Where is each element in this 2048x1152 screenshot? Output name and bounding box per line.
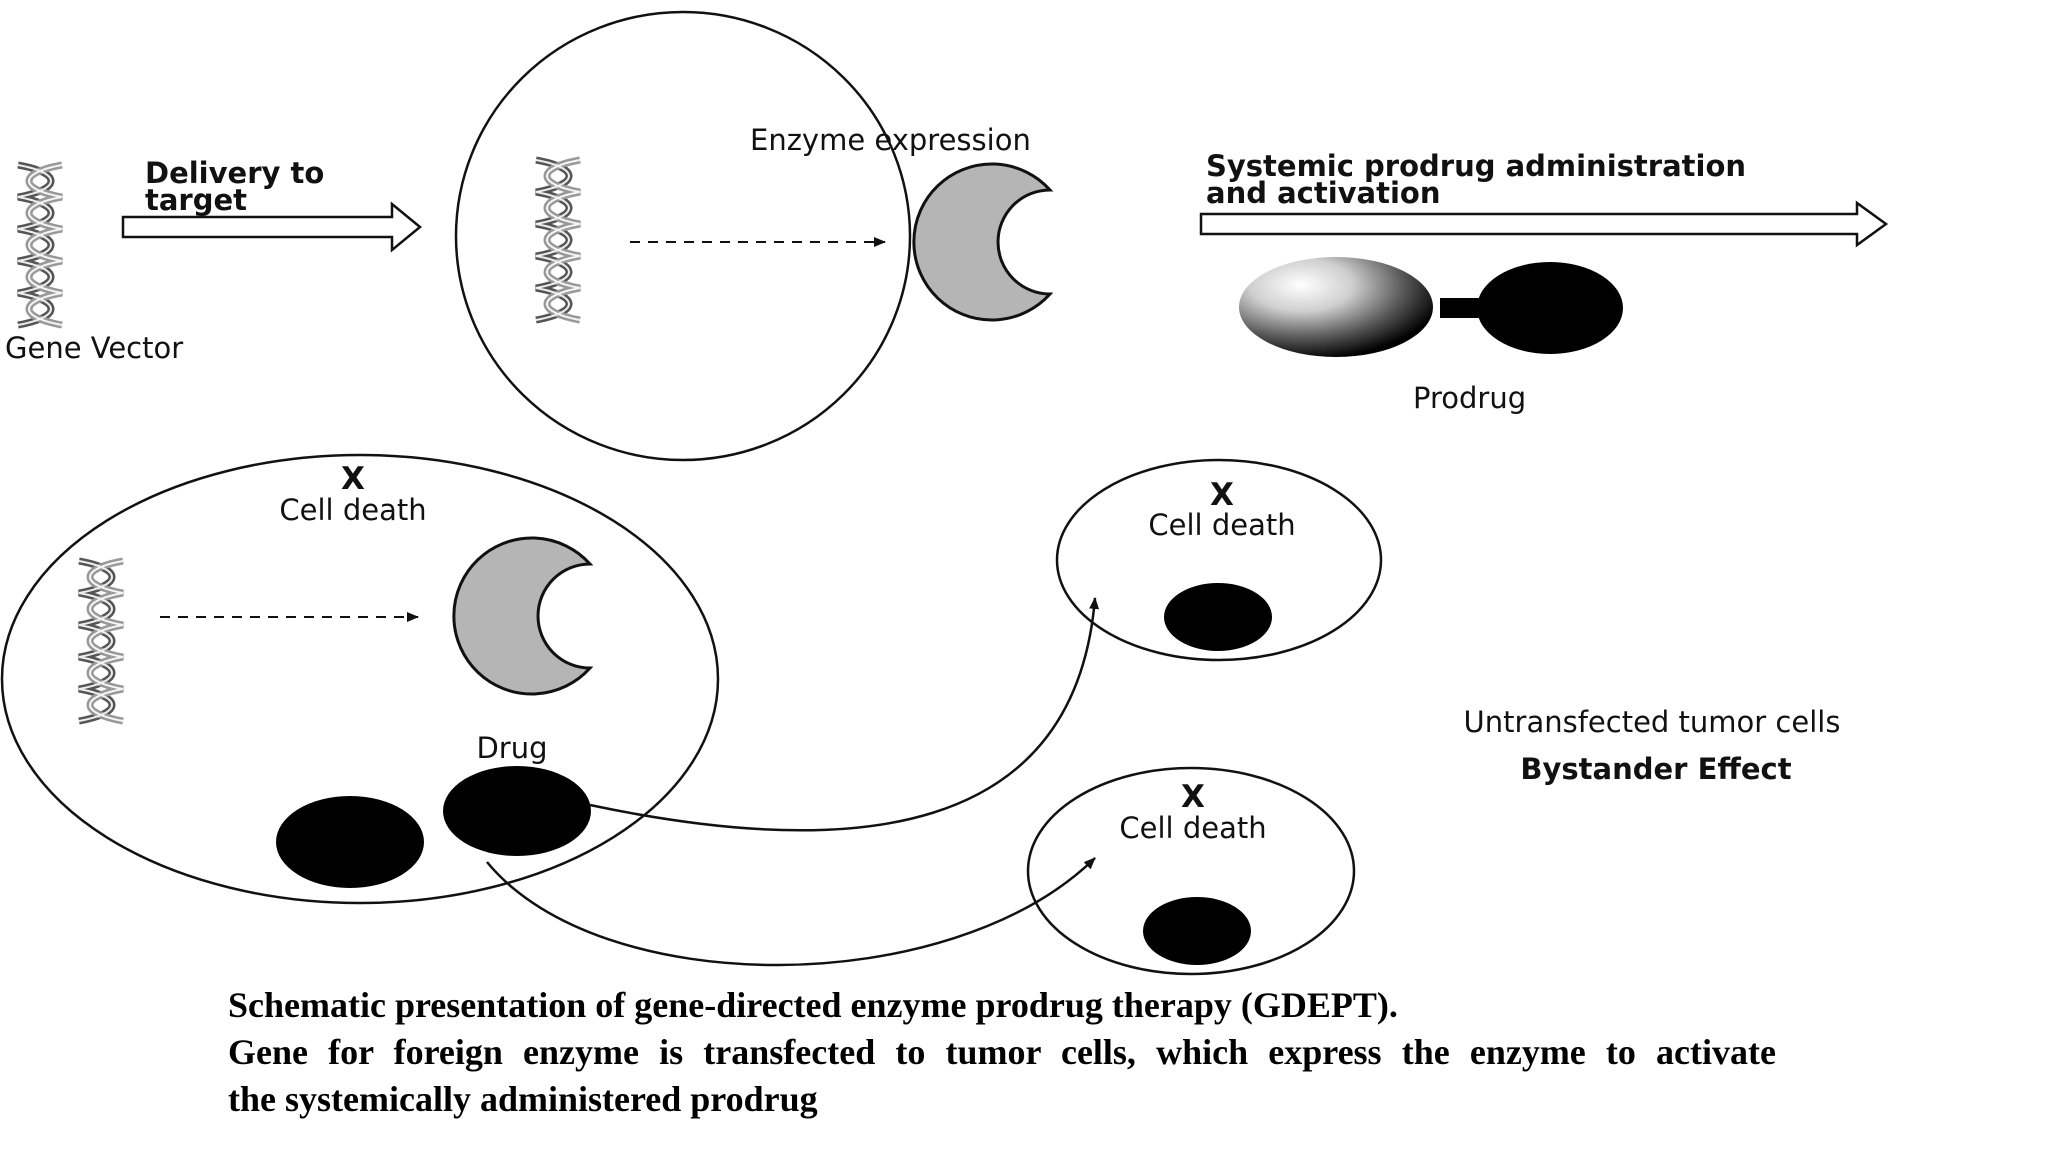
caption-line-3: the systemically administered prodrug [228,1079,818,1119]
bystander-cell-lower [1026,766,1356,976]
drug-particle-left [276,796,424,888]
cell-death-label-upper: Cell death [1148,508,1295,542]
drug-particle-right [443,766,591,856]
cell-death-label-lower: Cell death [1119,811,1266,845]
cell-death-label-main: Cell death [279,493,426,527]
x-mark-lower: X [1181,779,1205,815]
systemic-label-line1: Systemic prodrug administration [1206,149,1746,183]
caption-line-1: Schematic presentation of gene-directed … [228,985,1398,1025]
x-mark-main: X [341,461,365,497]
bystander-nucleus-lower [1143,897,1251,965]
untransfected-label: Untransfected tumor cells [1464,705,1841,739]
diffusion-arrow-upper [589,597,1100,832]
gene-vector-helix-icon [18,165,62,325]
prodrug-label: Prodrug [1413,381,1526,415]
bystander-cell-upper [1055,458,1383,662]
systemic-arrow [1199,200,1889,248]
activated-enzyme-icon [452,536,592,696]
activated-cell-gene-helix-icon [79,561,123,721]
enzyme-icon [912,162,1052,322]
systemic-label-line2: and activation [1206,176,1440,210]
figure-caption: Schematic presentation of gene-directed … [228,982,1778,1123]
delivery-label-line1: Delivery to [145,156,324,190]
drug-label: Drug [476,731,547,765]
enzyme-expression-label: Enzyme expression [750,123,1031,157]
delivery-label-line2: target [145,183,247,217]
caption-line-2: Gene for foreign enzyme is transfected t… [228,1032,1776,1072]
x-mark-upper: X [1210,477,1234,513]
prodrug-molecule [1239,257,1623,357]
bystander-effect-label: Bystander Effect [1520,752,1791,786]
activated-cell [0,453,720,905]
delivery-arrow [121,201,422,253]
diffusion-arrow-lower [486,857,1096,967]
transfected-cell [454,10,912,462]
bystander-nucleus-upper [1164,583,1272,651]
gene-vector-label: Gene Vector [5,331,183,365]
transfected-gene-helix-icon [536,160,580,320]
